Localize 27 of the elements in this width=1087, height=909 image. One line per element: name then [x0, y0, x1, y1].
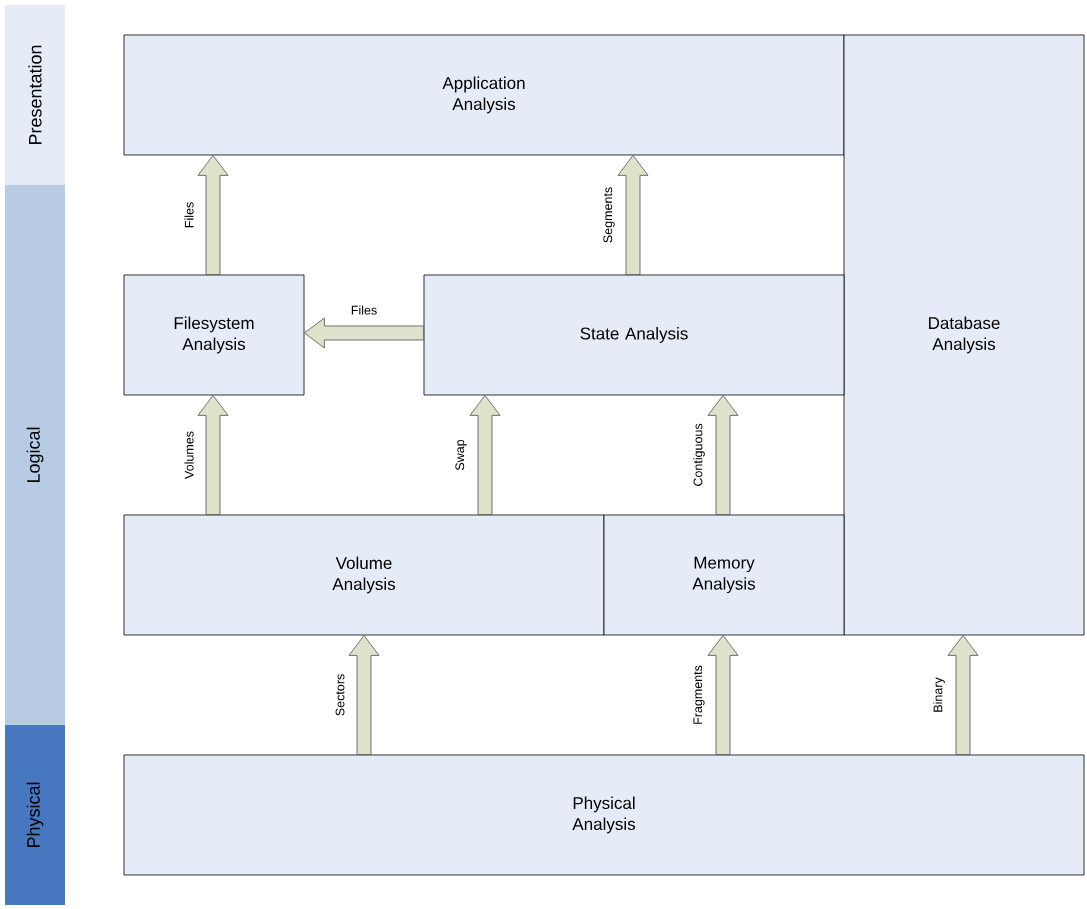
edge-label: Swap: [454, 438, 468, 472]
process-box: Application Analysis: [123, 34, 845, 156]
block-arrow: [469, 395, 501, 515]
edge-label: Files: [183, 200, 195, 230]
process-box: Volume Analysis: [123, 514, 605, 636]
edge-label: Files: [349, 304, 379, 316]
block-arrow: [707, 635, 739, 755]
edge-label: Fragments: [692, 664, 706, 726]
edge-label: Sectors: [334, 672, 346, 718]
layer-band: Presentation: [5, 5, 65, 185]
block-arrow: [197, 155, 229, 275]
process-box: Physical Analysis: [123, 754, 1085, 876]
layer-band: Logical: [5, 185, 65, 725]
edge-label: Volumes: [183, 430, 195, 480]
block-arrow: [947, 635, 979, 755]
edge-label: Binary: [932, 676, 946, 714]
block-arrow: [197, 395, 229, 515]
block-arrow: [348, 635, 380, 755]
block-arrow: [304, 317, 424, 349]
edge-label: Contiguous: [692, 422, 706, 488]
block-arrow: [707, 395, 739, 515]
process-box: Memory Analysis: [603, 514, 845, 636]
edge-label: Segments: [602, 185, 616, 245]
process-box: State Analysis: [423, 274, 845, 396]
layer-band: Physical: [5, 725, 65, 905]
process-box: Filesystem Analysis: [123, 274, 305, 396]
block-arrow: [617, 155, 649, 275]
